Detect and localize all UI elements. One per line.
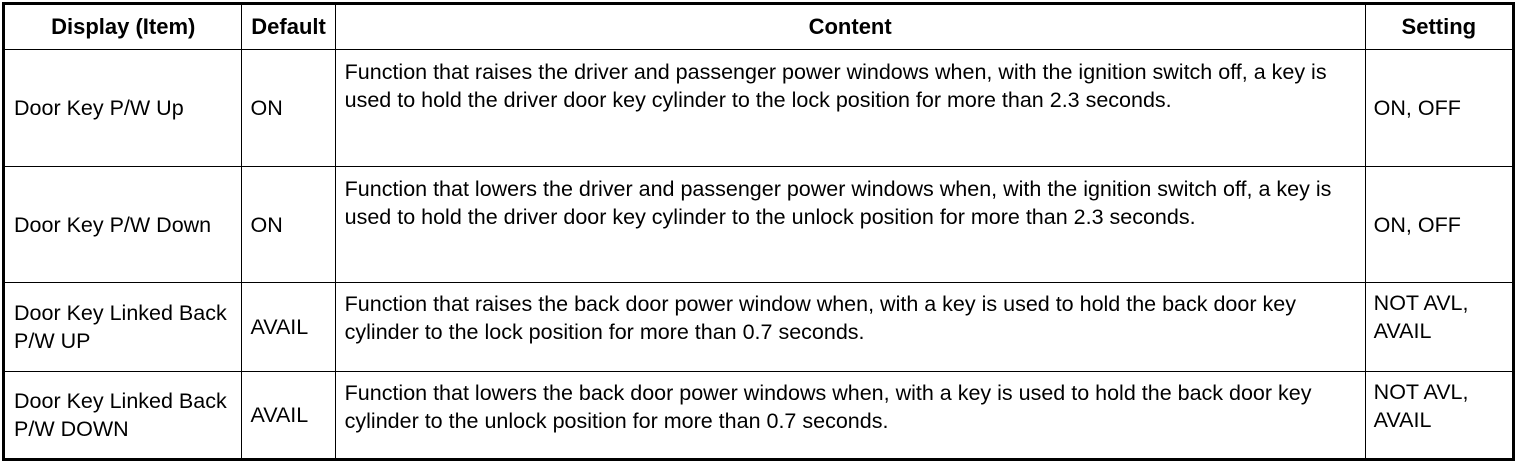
cell-default: AVAIL — [241, 282, 336, 372]
column-header-display-item: Display (Item) — [2, 3, 243, 50]
column-header-setting: Setting — [1364, 3, 1515, 50]
table-row: Door Key Linked Back P/W DOWN AVAIL Func… — [2, 371, 1515, 460]
cell-setting: NOT AVL, AVAIL — [1364, 371, 1515, 460]
cell-display-item: Door Key Linked Back P/W DOWN — [2, 371, 243, 460]
cell-display-item: Door Key P/W Down — [2, 166, 243, 283]
cell-content: Function that lowers the driver and pass… — [334, 166, 1366, 283]
cell-setting: ON, OFF — [1364, 166, 1515, 283]
table-row: Door Key P/W Up ON Function that raises … — [2, 49, 1515, 167]
cell-display-item: Door Key Linked Back P/W UP — [2, 282, 243, 372]
table-header: Display (Item) Default Content Setting — [2, 3, 1515, 50]
cell-content: Function that lowers the back door power… — [334, 371, 1366, 460]
table-row: Door Key P/W Down ON Function that lower… — [2, 166, 1515, 283]
cell-default: ON — [241, 166, 336, 283]
table-header-row: Display (Item) Default Content Setting — [2, 3, 1515, 50]
cell-default: AVAIL — [241, 371, 336, 460]
table-body: Door Key P/W Up ON Function that raises … — [2, 49, 1515, 460]
cell-content: Function that raises the back door power… — [334, 282, 1366, 372]
cell-default: ON — [241, 49, 336, 167]
cell-setting: NOT AVL, AVAIL — [1364, 282, 1515, 372]
cell-display-item: Door Key P/W Up — [2, 49, 243, 167]
table-row: Door Key Linked Back P/W UP AVAIL Functi… — [2, 282, 1515, 372]
column-header-default: Default — [241, 3, 336, 50]
column-header-content: Content — [334, 3, 1366, 50]
cell-setting: ON, OFF — [1364, 49, 1515, 167]
cell-content: Function that raises the driver and pass… — [334, 49, 1366, 167]
